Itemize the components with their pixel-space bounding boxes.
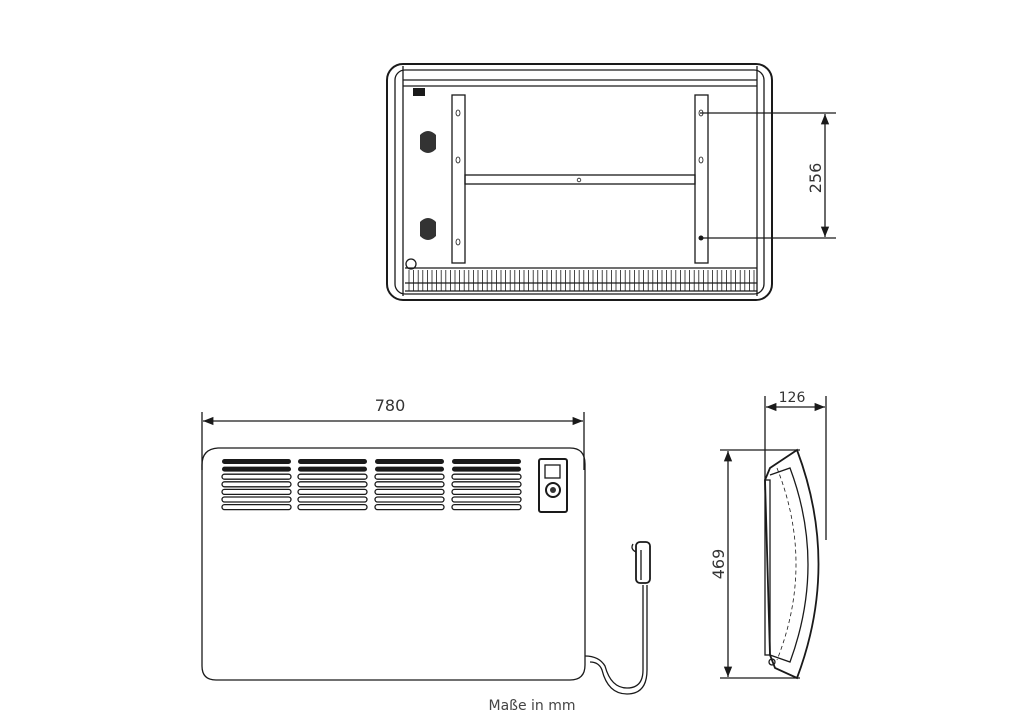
dimension-height: 469 <box>709 549 728 580</box>
dimension-width: 780 <box>375 396 406 415</box>
vent-slot <box>221 496 292 503</box>
vent-slot <box>374 473 445 480</box>
vent-slot <box>451 503 522 511</box>
power-cable <box>584 585 644 689</box>
vent-slot <box>222 459 291 464</box>
vent-slot <box>451 488 522 496</box>
units-caption: Maße in mm <box>488 698 575 714</box>
vent-slot <box>222 466 291 472</box>
vent-slot <box>221 481 292 488</box>
heater-front-panel <box>201 447 586 681</box>
vent-slot <box>374 481 445 488</box>
front-view: 780 Maße in mm <box>201 396 651 714</box>
vent-slot <box>375 466 444 472</box>
vent-slot <box>221 473 292 480</box>
vent-slot <box>221 503 292 511</box>
vent-slot <box>221 488 292 496</box>
vent-slot <box>298 459 367 464</box>
side-view: 126 469 <box>709 390 827 680</box>
crossbar <box>464 174 696 185</box>
cable-socket <box>420 131 436 240</box>
control-panel <box>538 458 568 513</box>
vent-slot <box>298 466 367 472</box>
dimension-depth: 126 <box>779 390 806 406</box>
vent-slot <box>297 503 368 511</box>
vent-slot <box>297 496 368 503</box>
vent-slot <box>451 473 522 480</box>
vent-slot <box>374 488 445 496</box>
vent-slot <box>452 459 521 464</box>
power-plug <box>631 541 651 584</box>
bottom-grille <box>405 267 757 292</box>
vent-slot <box>374 503 445 511</box>
vent-slot <box>375 459 444 464</box>
dimension-mount-spacing: 256 <box>806 163 825 194</box>
front-vents <box>221 459 522 511</box>
heater-side-profile <box>764 448 820 680</box>
vent-slot <box>297 488 368 496</box>
back-view: 256 <box>386 63 836 301</box>
vent-slot <box>451 481 522 488</box>
vent-slot <box>297 481 368 488</box>
vent-slot <box>452 466 521 472</box>
vent-slot <box>374 496 445 503</box>
vent-slot <box>297 473 368 480</box>
vent-slot <box>451 496 522 503</box>
mounting-bracket-left <box>451 94 466 264</box>
